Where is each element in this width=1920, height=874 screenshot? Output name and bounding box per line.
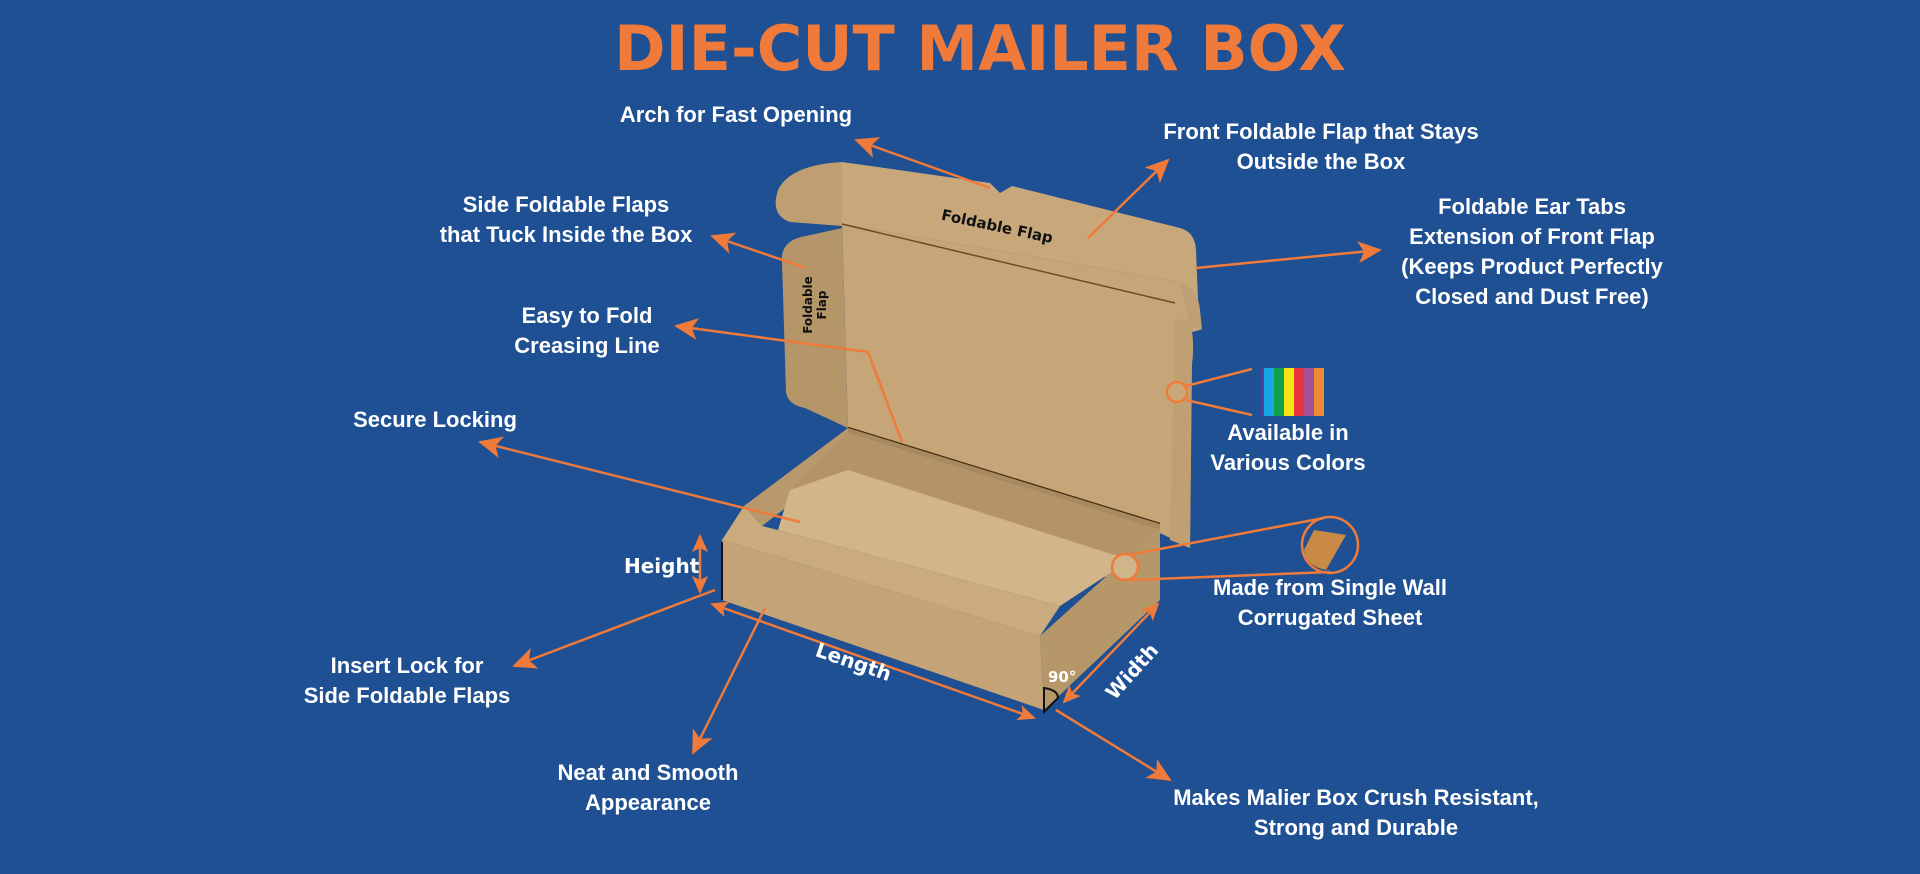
callout-various-colors: Available in Various Colors [1210,420,1366,475]
page-title: DIE-CUT MAILER BOX [614,12,1346,85]
height-label: Height [624,554,700,578]
side-flap-label: Foldable Flap [801,276,829,334]
lid-crease-line [841,223,1176,304]
color-swatches [1262,368,1324,416]
callout-side-flaps: Side Foldable Flaps that Tuck Inside the… [439,192,693,247]
colors-magnifier [1165,367,1253,417]
arch-arrow [854,137,991,190]
front-flap-arrow [1087,158,1170,239]
lid-right-wall [1170,318,1194,548]
callout-secure-locking: Secure Locking [353,407,517,432]
corrugated-sample [1304,530,1346,570]
callout-front-flap: Front Foldable Flap that Stays Outside t… [1163,119,1479,174]
callout-arch: Arch for Fast Opening [619,102,853,127]
creasing-arrow [674,318,904,443]
box-floor [778,470,1130,606]
right-angle-icon [1043,686,1060,715]
angle-label: 90° [1048,668,1076,686]
svg-text:Flap: Flap [815,290,829,319]
insert-lock-arrow [512,588,716,669]
callout-creasing-line: Easy to Fold Creasing Line [514,303,660,358]
width-label: Width [1101,638,1164,704]
side-foldable-flap [781,228,848,428]
callout-neat-smooth: Neat and Smooth Appearance [557,760,739,815]
ear-tabs-arrow [1195,241,1382,270]
lid-left-ear [775,162,842,226]
callout-single-wall: Made from Single Wall Corrugated Sheet [1213,575,1447,630]
lid-top-flap [842,162,1198,300]
neat-smooth-arrow [691,607,767,755]
callout-crush-resistant: Makes Malier Box Crush Resistant, Strong… [1173,785,1539,840]
corrugated-magnifier [1110,515,1360,582]
crush-arrow [1055,708,1172,782]
mailer-box-illustration [721,162,1202,710]
width-dimension-arrow [1062,602,1160,704]
box-back-wall [848,428,1160,530]
box-left-rim [744,428,848,526]
lid-main-panel [842,224,1200,548]
callout-insert-lock: Insert Lock for Side Foldable Flaps [303,653,511,708]
length-dimension-arrow [710,601,1036,721]
callout-ear-tabs: Foldable Ear Tabs Extension of Front Fla… [1401,194,1663,309]
svg-text:Foldable: Foldable [801,276,815,334]
ear-tab-right [1180,282,1202,330]
side-flaps-arrow [710,232,807,270]
secure-locking-arrow [478,436,801,524]
